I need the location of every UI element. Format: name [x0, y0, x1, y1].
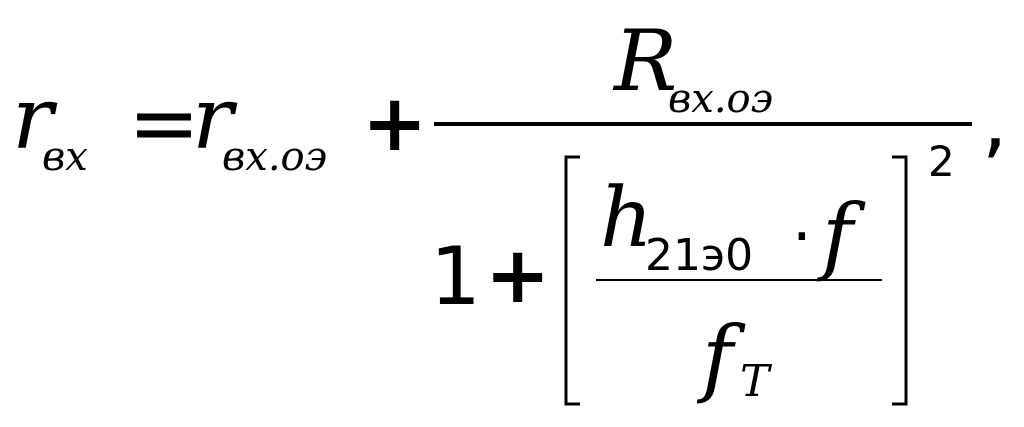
inner-den-base: f [696, 308, 746, 406]
term1-sub: вх.оэ [222, 134, 327, 180]
numerator-sub: вх.оэ [668, 76, 773, 122]
inner-num-base: h [600, 171, 653, 266]
lhs-base: r [12, 69, 58, 169]
inner-dot: · [792, 200, 812, 273]
right-bracket [892, 155, 908, 406]
trailing-comma: , [982, 74, 1007, 167]
denominator-one: 1 [430, 230, 481, 323]
inner-num-sub: 21э0 [645, 230, 753, 281]
lhs-sub: вх [42, 134, 88, 180]
equals-sign: = [128, 73, 200, 173]
left-bracket [564, 155, 580, 406]
plus-sign: + [362, 79, 427, 169]
exponent: 2 [928, 137, 955, 186]
inner-den-sub: T [740, 356, 773, 407]
denominator-plus: + [485, 231, 550, 321]
term1-base: r [192, 69, 238, 169]
numerator-base: R [612, 12, 677, 110]
inner-num-var: f [816, 186, 866, 284]
